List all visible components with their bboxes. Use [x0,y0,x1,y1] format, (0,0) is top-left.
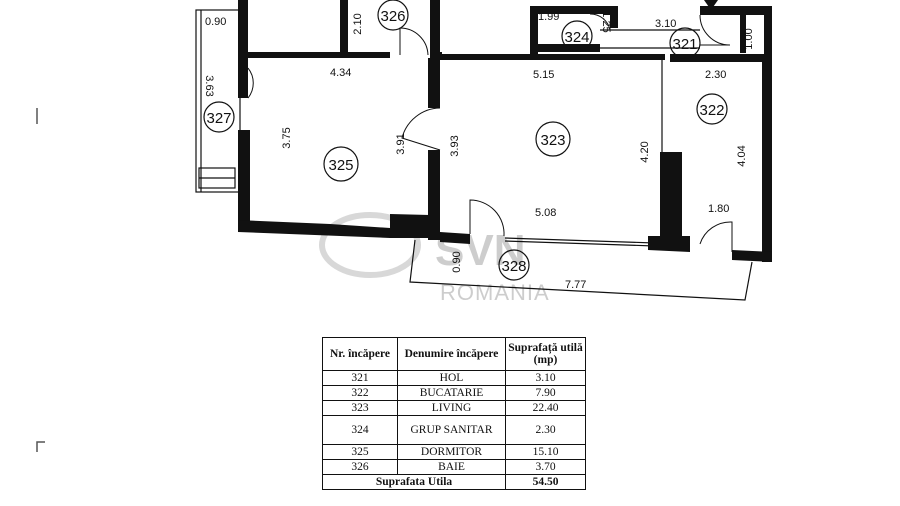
dimension: 3.93 [449,135,461,156]
dimension: 3.75 [281,127,293,148]
room-label-323: 323 [535,121,571,157]
cell-room-number: 326 [322,459,398,475]
table-row: 322 BUCATARIE 7.90 [322,385,586,401]
cell-room-name: GRUP SANITAR [397,415,506,445]
dimension: 2.30 [705,69,726,81]
dimension: 3.63 [203,75,215,96]
room-label-328: 328 [498,249,530,281]
door-321 [699,14,731,46]
room-label-327: 327 [203,101,235,133]
table-row: 324 GRUP SANITAR 2.30 [322,415,586,445]
room-area-table: Nr. încăpere Denumire încăpere Suprafață… [322,337,586,490]
balcony-327 [195,9,241,193]
room-number: 324 [564,29,589,46]
dimension: 5.08 [535,207,556,219]
cell-room-name: HOL [397,370,506,386]
table-row: 323 LIVING 22.40 [322,400,586,416]
walls [238,0,772,262]
dimension: 1.25 [600,11,612,32]
cell-room-number: 322 [322,385,398,401]
cell-room-area: 15.10 [505,444,586,460]
watermark-country: ROMANIA [440,280,550,305]
interior-lines [600,29,700,152]
header-room-number: Nr. încăpere [322,337,398,371]
doors [247,0,733,252]
cell-room-area: 2.30 [505,415,586,445]
balcony-328 [409,237,753,301]
cell-room-number: 321 [322,370,398,386]
table-row: 326 BAIE 3.70 [322,459,586,475]
total-label: Suprafata Utila [322,474,506,490]
entrance-arrow-icon [704,0,718,10]
door-322 [699,221,733,252]
dimension: 5.15 [533,69,554,81]
cell-room-name: LIVING [397,400,506,416]
cell-room-name: BUCATARIE [397,385,506,401]
dimension: 2.10 [352,13,364,34]
cell-room-area: 3.10 [505,370,586,386]
cell-room-area: 3.70 [505,459,586,475]
dimension: 4.34 [330,67,351,79]
room-number: 322 [699,102,724,119]
dimension: 1.99 [538,11,559,23]
table-header-row: Nr. încăpere Denumire încăpere Suprafață… [322,337,586,371]
dimension: 4.04 [736,145,748,166]
table-row: 321 HOL 3.10 [322,370,586,386]
room-label-326: 326 [377,0,409,31]
room-labels: 326 324 321 322 327 323 325 328 [203,0,728,281]
dimension: 0.90 [205,16,226,28]
room-number: 327 [206,110,231,127]
cell-room-number: 325 [322,444,398,460]
dimension: 4.20 [639,141,651,162]
room-number: 325 [328,157,353,174]
dimension: 7.77 [565,279,586,291]
table-total-row: Suprafata Utila 54.50 [322,474,586,490]
door-326 [399,27,429,56]
room-number: 326 [380,8,405,25]
dimension: 0.90 [451,251,463,272]
room-label-324: 324 [561,20,593,52]
cell-room-area: 7.90 [505,385,586,401]
dimension-labels: 0.90 2.10 1.99 1.25 3.10 1.00 3.63 4.34 … [203,11,755,291]
door-324 [589,13,611,31]
scan-marks [36,108,45,452]
room-label-321: 321 [669,27,701,59]
cell-room-area: 22.40 [505,400,586,416]
room-number: 323 [540,132,565,149]
cell-room-number: 323 [322,400,398,416]
room-label-322: 322 [696,93,728,125]
room-number: 328 [501,258,526,275]
cell-room-name: DORMITOR [397,444,506,460]
dimension: 3.10 [655,18,676,30]
door-325 [401,107,441,151]
header-room-name: Denumire încăpere [397,337,506,371]
total-area: 54.50 [505,474,586,490]
dimension: 1.00 [743,28,755,49]
cell-room-name: BAIE [397,459,506,475]
dimension: 3.91 [395,133,407,154]
room-number: 321 [672,36,697,53]
table-row: 325 DORMITOR 15.10 [322,444,586,460]
header-usable-area: Suprafață utilă (mp) [505,337,586,371]
room-label-325: 325 [323,146,359,182]
cell-room-number: 324 [322,415,398,445]
door-327 [247,67,254,99]
dimension: 1.80 [708,203,729,215]
door-balcony-328 [469,199,505,237]
